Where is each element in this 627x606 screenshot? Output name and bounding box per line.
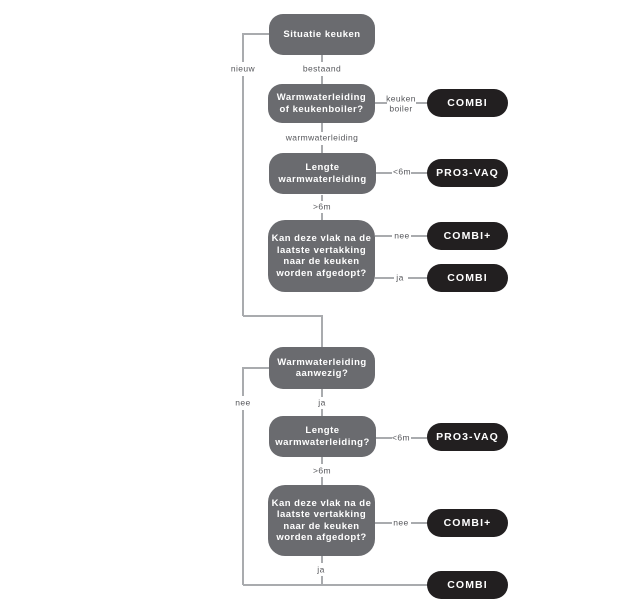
connector-lt6m1-a	[376, 172, 392, 174]
connector-nieuw-rail-b	[242, 76, 244, 316]
connector-nieuw-elbow	[243, 315, 323, 317]
node-afdoppen-1-label: Kan deze vlak na de laatste vertakking n…	[271, 233, 372, 279]
connector-bottom-merge	[243, 584, 428, 586]
result-combi-plus-1: COMBI+	[427, 222, 508, 250]
node-lengte-warmwaterleiding-2-label: Lengte warmwaterleiding?	[275, 425, 370, 448]
node-afdoppen-2-label: Kan deze vlak na de laatste vertakking n…	[271, 497, 372, 544]
connector-keukenboiler-b	[416, 102, 428, 104]
edge-label-nee-2: nee	[235, 397, 251, 408]
connector-nee2-rail-b	[242, 410, 244, 585]
connector-ja1-b	[408, 277, 429, 279]
node-warmwaterleiding-of-keukenboiler: Warmwaterleiding of keukenboiler?	[268, 84, 375, 123]
result-combi-2: COMBI	[427, 264, 508, 292]
connector-nee1-a	[375, 235, 392, 237]
edge-label-ja-2: ja	[318, 397, 326, 408]
edge-label-warmwaterleiding: warmwaterleiding	[285, 132, 359, 143]
node-lengte-warmwaterleiding-2: Lengte warmwaterleiding?	[269, 416, 376, 457]
edge-label-bestaand: bestaand	[302, 63, 342, 74]
edge-label-nee-1: nee	[394, 230, 410, 241]
connector-nieuw-rail-a	[242, 33, 244, 62]
connector-warmwater-b	[321, 145, 323, 154]
connector-ja2-b	[321, 409, 323, 417]
result-pro3vaq-2: PRO3-VAQ	[427, 423, 508, 451]
connector-nee3-a	[375, 522, 392, 524]
edge-label-lt6m-2: <6m	[392, 432, 410, 443]
connector-lt6m2-a	[376, 437, 392, 439]
result-pro3vaq-1: PRO3-VAQ	[427, 159, 508, 187]
node-warmwaterleiding-aanwezig: Warmwaterleiding aanwezig?	[269, 347, 375, 389]
result-combi-1: COMBI	[427, 89, 508, 117]
edge-label-lt6m-1: <6m	[393, 166, 411, 177]
connector-ja3-a	[321, 556, 323, 563]
edge-label-ja-3: ja	[317, 564, 325, 575]
edge-label-nee-3: nee	[393, 517, 409, 528]
connector-bestaand-a	[321, 55, 323, 62]
connector-nee1-b	[411, 235, 429, 237]
edge-label-gt6m-2: >6m	[313, 465, 331, 476]
node-situatie-keuken-label: Situatie keuken	[283, 28, 361, 40]
connector-warmwater-a	[321, 123, 323, 132]
edge-label-nieuw: nieuw	[230, 63, 256, 74]
connector-nee2-out	[243, 367, 270, 369]
connector-into-aanwezig	[321, 315, 323, 348]
connector-nee3-b	[411, 522, 428, 524]
connector-nee2-rail-a	[242, 367, 244, 396]
connector-gt6m2-a	[321, 457, 323, 464]
node-warmwaterleiding-aanwezig-label: Warmwaterleiding aanwezig?	[277, 356, 367, 380]
connector-gt6m1-b	[321, 213, 323, 221]
connector-nieuw-top	[243, 33, 270, 35]
node-lengte-warmwaterleiding-1-label: Lengte warmwaterleiding	[278, 162, 367, 185]
result-combi-plus-2: COMBI+	[427, 509, 508, 537]
node-afdoppen-2: Kan deze vlak na de laatste vertakking n…	[268, 485, 375, 556]
node-lengte-warmwaterleiding-1: Lengte warmwaterleiding	[269, 153, 376, 194]
node-warmwaterleiding-of-keukenboiler-label: Warmwaterleiding of keukenboiler?	[276, 92, 367, 115]
connector-gt6m1-a	[321, 195, 323, 201]
connector-bestaand-b	[321, 76, 323, 85]
connector-gt6m2-b	[321, 477, 323, 486]
node-situatie-keuken: Situatie keuken	[269, 14, 375, 55]
edge-label-gt6m-1: >6m	[313, 201, 331, 212]
node-afdoppen-1: Kan deze vlak na de laatste vertakking n…	[268, 220, 375, 292]
connector-ja1-a	[375, 277, 394, 279]
connector-keukenboiler-a	[375, 102, 387, 104]
connector-ja3-b	[321, 576, 323, 585]
edge-label-keuken-boiler: keuken boiler	[386, 93, 416, 113]
connector-lt6m1-b	[411, 172, 428, 174]
connector-lt6m2-b	[411, 437, 428, 439]
edge-label-ja-1: ja	[396, 272, 404, 283]
result-combi-3: COMBI	[427, 571, 508, 599]
connector-ja2-a	[321, 389, 323, 397]
